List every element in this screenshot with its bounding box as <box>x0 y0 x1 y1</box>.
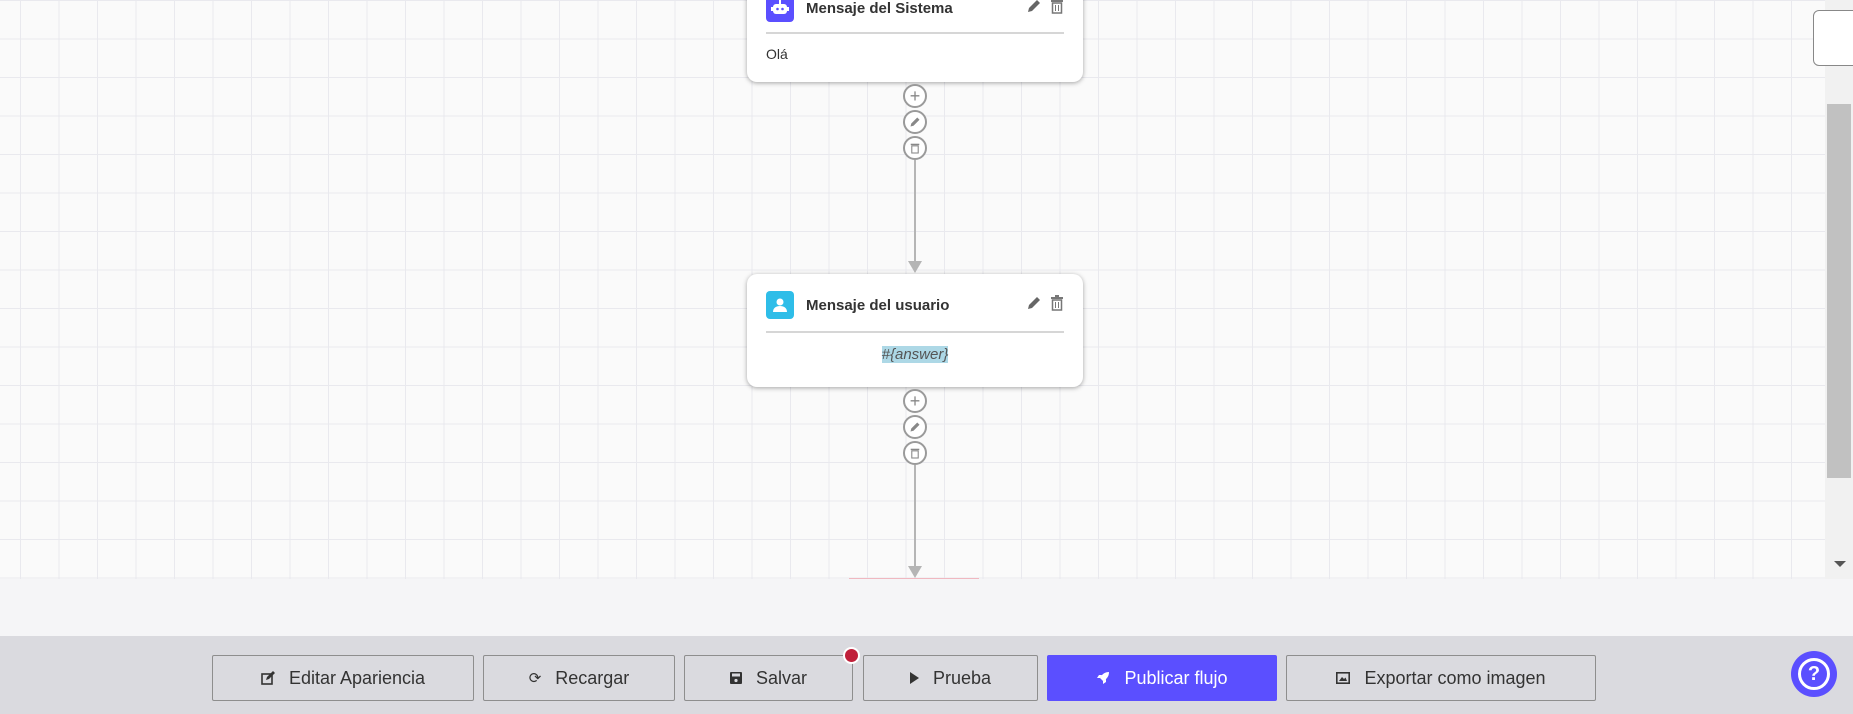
question-mark-icon: ? <box>1798 658 1830 690</box>
plus-icon: + <box>909 86 921 106</box>
save-button[interactable]: Salvar <box>684 655 853 701</box>
pencil-icon <box>910 422 920 432</box>
edit-connection-button[interactable] <box>903 415 927 439</box>
edit-connection-button[interactable] <box>903 110 927 134</box>
node-title: Mensaje del usuario <box>806 296 950 314</box>
test-label: Prueba <box>932 667 992 688</box>
connector-arrow <box>908 566 922 578</box>
add-step-button[interactable]: + <box>903 84 927 108</box>
trash-icon <box>910 143 920 154</box>
node-title: Mensaje del Sistema <box>806 0 953 17</box>
vertical-scrollbar[interactable] <box>1825 0 1853 579</box>
node-system-message[interactable]: Mensaje del Sistema Olá <box>747 0 1083 82</box>
connector-line <box>914 465 916 569</box>
image-icon <box>1336 672 1351 684</box>
help-button[interactable]: ? <box>1791 651 1837 697</box>
node-content-variable: #{answer} <box>881 346 949 363</box>
refresh-icon: ⟳ <box>528 670 542 687</box>
reload-button[interactable]: ⟳ Recargar <box>483 655 675 701</box>
publish-flow-label: Publicar flujo <box>1124 667 1228 688</box>
reload-label: Recargar <box>555 667 630 688</box>
delete-node-trash-icon[interactable] <box>1050 0 1064 19</box>
publish-flow-button[interactable]: Publicar flujo <box>1047 655 1277 701</box>
connector-line <box>914 160 916 263</box>
test-button[interactable]: Prueba <box>863 655 1038 701</box>
delete-connection-button[interactable] <box>903 136 927 160</box>
edit-node-pencil-icon[interactable] <box>1026 295 1042 316</box>
scrollbar-thumb[interactable] <box>1827 104 1851 478</box>
next-node-edge <box>849 578 979 579</box>
node-user-message[interactable]: Mensaje del usuario #{answer} <box>747 274 1083 387</box>
pencil-icon <box>910 117 920 127</box>
unsaved-changes-dot <box>843 647 860 664</box>
edit-node-pencil-icon[interactable] <box>1026 0 1042 19</box>
play-icon <box>909 672 919 684</box>
edit-appearance-label: Editar Apariencia <box>288 667 426 688</box>
export-image-button[interactable]: Exportar como imagen <box>1286 655 1596 701</box>
robot-icon <box>766 0 794 22</box>
scroll-down-arrow-icon[interactable] <box>1834 561 1846 567</box>
floppy-disk-icon <box>729 672 742 684</box>
minimap-box[interactable] <box>1813 10 1853 66</box>
connector-arrow <box>908 261 922 273</box>
plus-icon: + <box>909 391 921 411</box>
user-icon <box>766 291 794 319</box>
rocket-icon <box>1097 672 1110 684</box>
save-label: Salvar <box>755 667 808 688</box>
edit-icon <box>261 671 275 685</box>
export-image-label: Exportar como imagen <box>1364 667 1546 688</box>
delete-connection-button[interactable] <box>903 441 927 465</box>
flow-canvas[interactable]: Mensaje del Sistema Olá + Mensaje del us… <box>0 0 1825 579</box>
node-content: Olá <box>766 46 788 62</box>
edit-appearance-button[interactable]: Editar Apariencia <box>212 655 474 701</box>
trash-icon <box>910 448 920 459</box>
add-step-button[interactable]: + <box>903 389 927 413</box>
bottom-toolbar: Editar Apariencia ⟳ Recargar Salvar Prue… <box>0 636 1853 714</box>
delete-node-trash-icon[interactable] <box>1050 294 1064 316</box>
